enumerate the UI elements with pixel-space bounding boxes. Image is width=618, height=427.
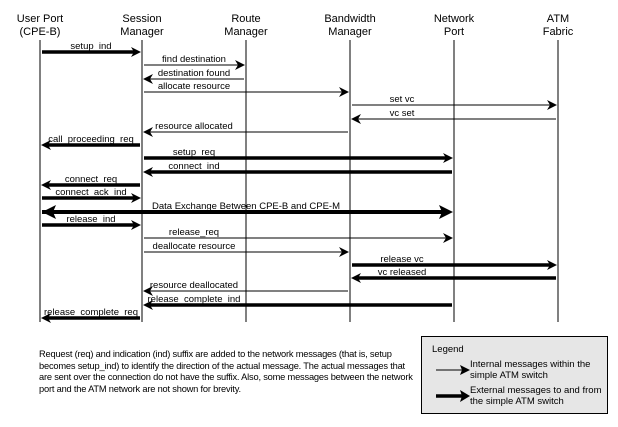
message-label: vc released — [378, 267, 427, 278]
sequence-diagram: User Port(CPE-B)SessionManagerRouteManag… — [17, 13, 574, 323]
legend-external-text: External messages to and from the simple… — [470, 385, 602, 407]
arrowhead — [443, 153, 453, 163]
arrowhead — [547, 260, 557, 270]
message-label: setup_req — [173, 147, 215, 158]
participant-user-port: User Port(CPE-B) — [17, 13, 63, 38]
arrowhead — [131, 220, 141, 230]
message-arrow: find destination — [144, 54, 245, 70]
participant-name-line2: Manager — [224, 26, 268, 38]
arrowhead — [339, 247, 349, 257]
legend-internal-text: Internal messages within the simple ATM … — [470, 359, 591, 381]
arrowhead — [131, 47, 141, 57]
participant-name-line2: Manager — [120, 26, 164, 38]
message-arrow: resource allocated — [143, 121, 348, 137]
arrowhead — [439, 205, 453, 219]
message-arrow: deallocate resource — [144, 241, 349, 257]
message-arrow: connect_ind — [143, 161, 452, 177]
arrowhead — [235, 60, 245, 70]
message-label: connect_ind — [168, 161, 219, 172]
arrowhead — [443, 233, 453, 243]
message-label: set vc — [390, 94, 415, 105]
message-label: release_complete_req — [44, 307, 138, 318]
arrowhead — [42, 205, 56, 219]
message-label: destination found — [158, 68, 230, 79]
message-arrow: release_complete_req — [41, 307, 140, 323]
arrowhead — [41, 140, 51, 150]
arrowhead — [351, 114, 361, 124]
participant-name-line1: Bandwidth — [324, 13, 375, 25]
message-arrow: resource deallocated — [143, 280, 348, 296]
arrowhead — [131, 193, 141, 203]
message-arrow: Data Exchange Between CPE-B and CPE-M — [42, 201, 453, 219]
message-label: release_ind — [66, 214, 115, 225]
participant-name-line1: Session — [122, 13, 161, 25]
legend-title: Legend — [432, 344, 464, 355]
participant-name-line1: User Port — [17, 13, 63, 25]
arrowhead — [547, 100, 557, 110]
arrowhead — [143, 300, 153, 310]
message-label: release vc — [380, 254, 424, 265]
message-arrow: vc set — [351, 108, 556, 124]
legend-item-internal: Internal messages within the simple ATM … — [422, 359, 609, 383]
message-arrow: connect_ack_ind — [42, 187, 141, 203]
participant-name-line2: (CPE-B) — [20, 26, 61, 38]
message-label: deallocate resource — [153, 241, 236, 252]
message-label: resource allocated — [155, 121, 233, 132]
message-arrow: release_req — [144, 227, 453, 243]
arrowhead — [143, 286, 153, 296]
footnote: Request (req) and indication (ind) suffi… — [39, 349, 413, 394]
legend-item-external: External messages to and from the simple… — [422, 385, 609, 409]
message-arrow: allocate resource — [144, 81, 349, 97]
participant-name-line1: Network — [434, 13, 475, 25]
message-label: setup_ind — [70, 41, 111, 52]
message-label: vc set — [390, 108, 415, 119]
message-arrow: release_complete_ind — [143, 294, 452, 310]
message-arrow: call_proceeding_req — [41, 134, 140, 150]
thick-arrow-icon — [436, 390, 470, 402]
message-arrow: release_ind — [42, 214, 141, 230]
arrowhead — [143, 167, 153, 177]
message-label: resource deallocated — [150, 280, 238, 291]
message-label: find destination — [162, 54, 226, 65]
arrowhead — [143, 127, 153, 137]
legend-box: Legend Internal messages within the simp… — [421, 336, 608, 414]
arrowhead — [41, 313, 51, 323]
arrowhead — [339, 87, 349, 97]
message-arrow: set vc — [352, 94, 557, 110]
participant-name-line1: Route — [231, 13, 260, 25]
arrowhead — [143, 74, 153, 84]
participant-name-line2: Manager — [328, 26, 372, 38]
participant-name-line2: Fabric — [543, 26, 574, 38]
thin-arrow-icon — [436, 365, 470, 375]
message-arrow: vc released — [351, 267, 556, 283]
message-arrow: connect_req — [41, 174, 140, 190]
message-label: connect_ack_ind — [55, 187, 126, 198]
message-label: release_req — [169, 227, 219, 238]
arrowhead — [41, 180, 51, 190]
message-label: release_complete_ind — [148, 294, 241, 305]
message-label: call_proceeding_req — [48, 134, 134, 145]
message-label: Data Exchange Between CPE-B and CPE-M — [152, 201, 340, 212]
message-arrow: setup_ind — [42, 41, 141, 57]
arrowhead — [351, 273, 361, 283]
participant-name-line2: Port — [444, 26, 464, 38]
participant-name-line1: ATM — [547, 13, 569, 25]
message-label: connect_req — [65, 174, 117, 185]
message-arrow: release vc — [352, 254, 557, 270]
message-label: allocate resource — [158, 81, 230, 92]
message-arrow: destination found — [143, 68, 244, 84]
message-arrow: setup_req — [144, 147, 453, 163]
